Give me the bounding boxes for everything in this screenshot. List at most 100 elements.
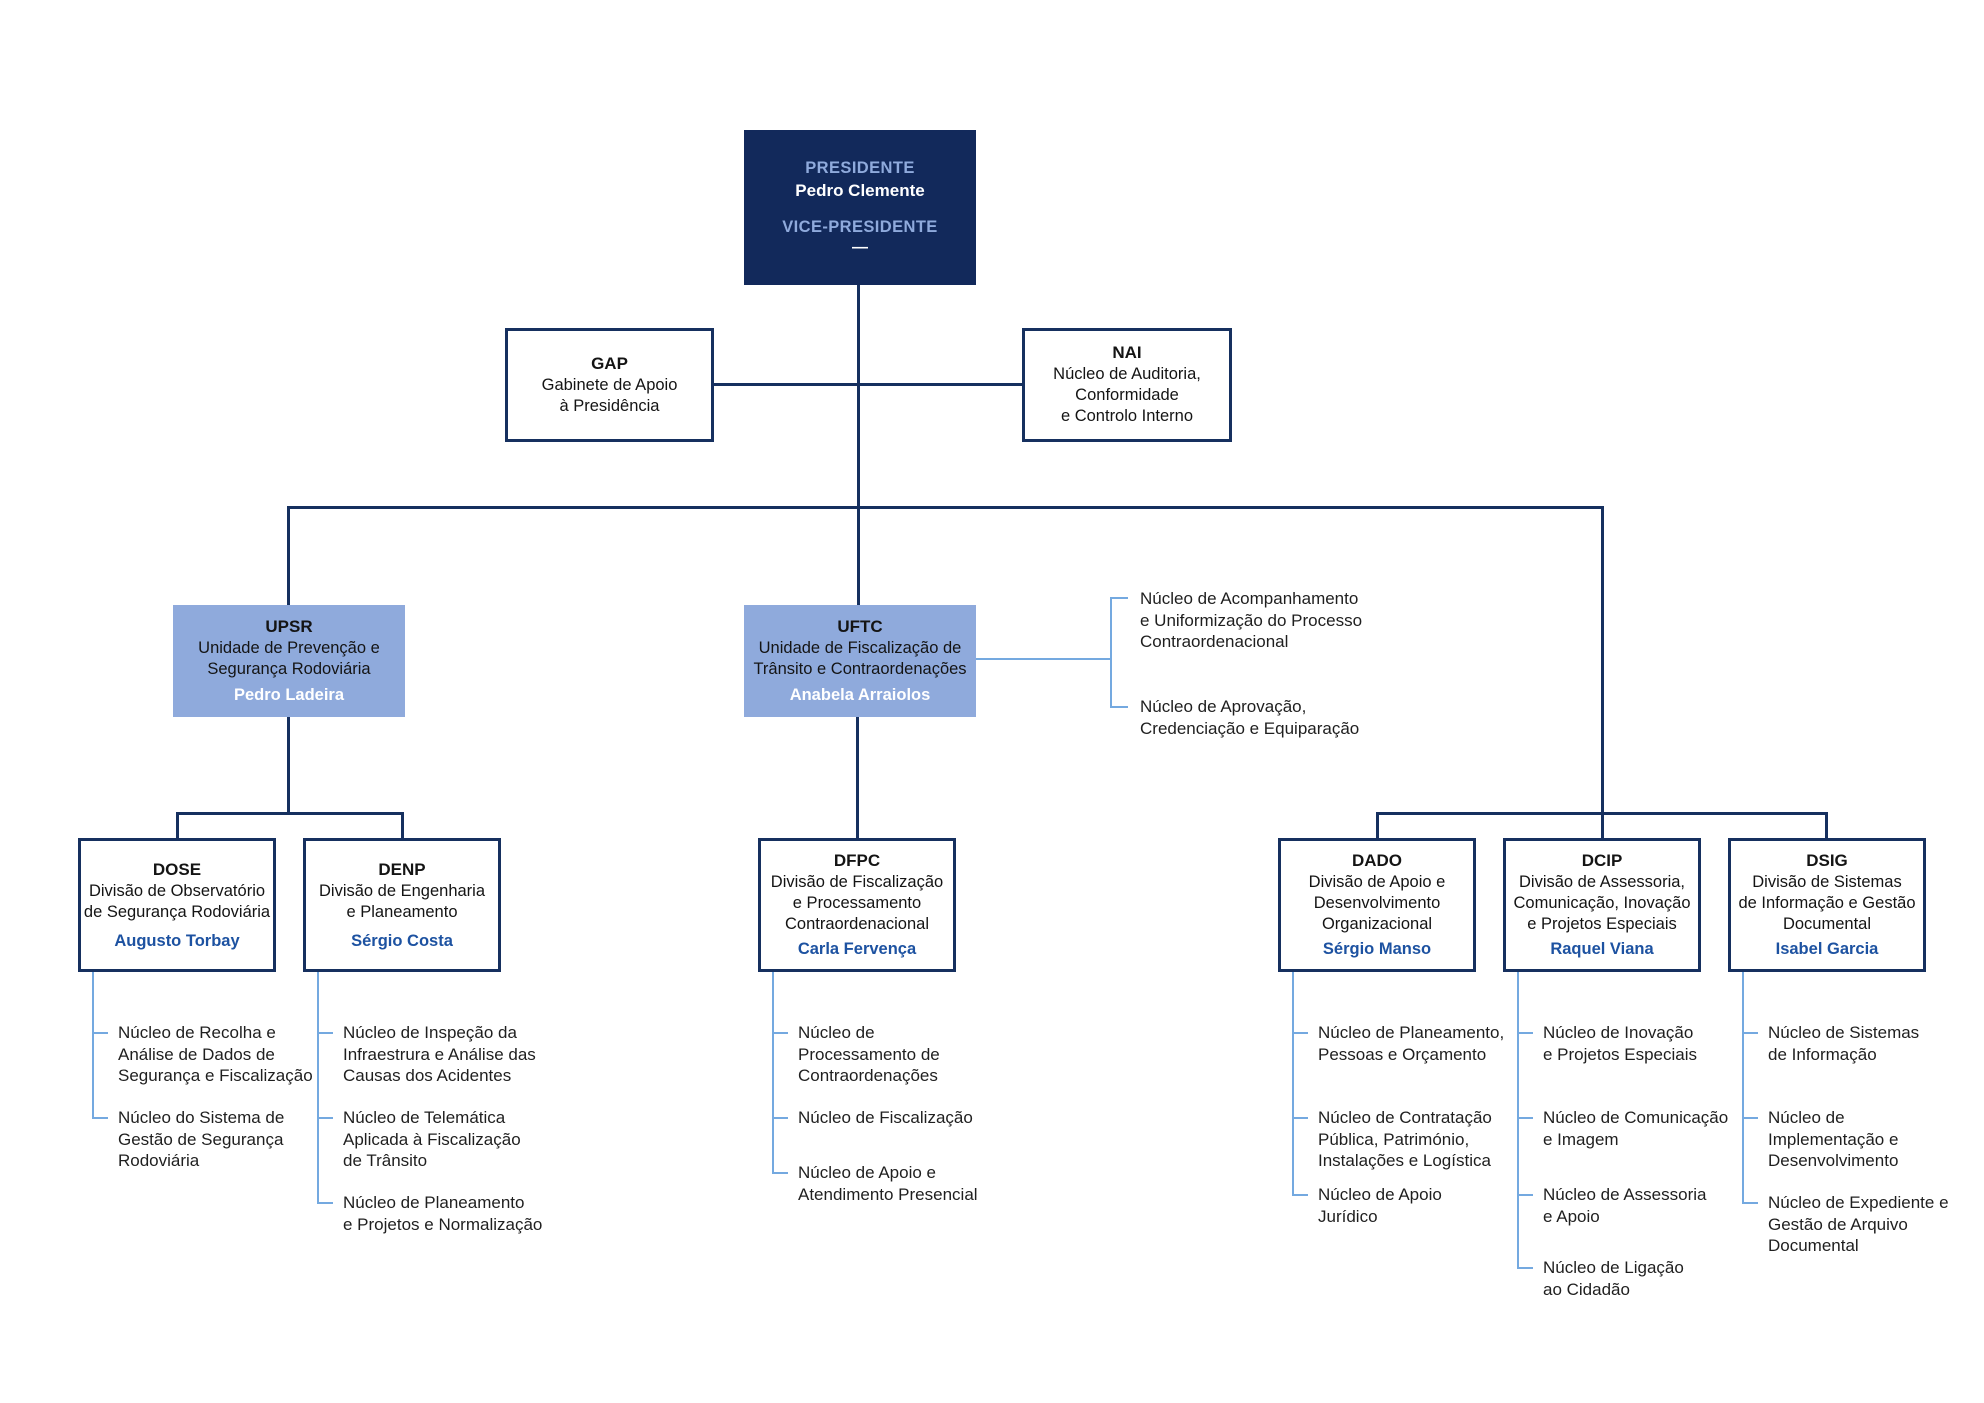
- connector-drop-dsig: [1825, 812, 1828, 840]
- connector-dcip-bracket: [1517, 972, 1519, 1269]
- dfpc-nucleus-2: Núcleo de Fiscalização: [798, 1108, 973, 1127]
- connector-dose-tick-1: [92, 1032, 108, 1034]
- dfpc-head: Carla Fervença: [797, 940, 917, 958]
- connector-upsr-down: [287, 715, 290, 814]
- uftc-head: Anabela Arraiolos: [789, 686, 931, 704]
- division-box-dsig: DSIG Divisão de Sistemas de Informação e…: [1728, 838, 1926, 972]
- connector-dfpc-tick-1: [772, 1032, 788, 1034]
- connector-main-splitter: [287, 506, 1604, 509]
- dado-name: Divisão de Apoio e Desenvolvimento Organ…: [1308, 873, 1446, 933]
- connector-denp-tick-1: [317, 1032, 333, 1034]
- connector-drop-denp: [401, 812, 404, 840]
- uftc-name: Unidade de Fiscalização de Trânsito e Co…: [753, 639, 967, 678]
- connector-dcip-tick-2: [1517, 1117, 1533, 1119]
- dado-nucleus-2: Núcleo de Contratação Pública, Patrimóni…: [1318, 1108, 1492, 1170]
- connector-dose-bracket: [92, 972, 94, 1119]
- dsig-nucleus-3: Núcleo de Expediente e Gestão de Arquivo…: [1768, 1193, 1949, 1255]
- connector-denp-bracket: [317, 972, 319, 1204]
- dose-name: Divisão de Observatório de Segurança Rod…: [83, 881, 271, 921]
- connector-president-down: [857, 283, 860, 508]
- dfpc-nucleus-1: Núcleo de Processamento de Contraordenaç…: [798, 1023, 940, 1085]
- connector-uftc-bracket-v: [1110, 597, 1112, 708]
- connector-dsig-bracket: [1742, 972, 1744, 1204]
- vice-president-placeholder: —: [852, 238, 868, 256]
- connector-dado-tick-2: [1292, 1117, 1308, 1119]
- division-box-dose: DOSE Divisão de Observatório de Seguranç…: [78, 838, 276, 972]
- uftc-nucleus-1: Núcleo de Acompanhamento e Uniformização…: [1140, 589, 1363, 651]
- connector-dcip-tick-3: [1517, 1194, 1533, 1196]
- dose-code: DOSE: [152, 859, 202, 879]
- president-box: PRESIDENTE Pedro Clemente VICE-PRESIDENT…: [744, 130, 976, 285]
- gap-name: Gabinete de Apoio à Presidência: [541, 375, 678, 415]
- dcip-nucleus-4: Núcleo de Ligação ao Cidadão: [1543, 1258, 1684, 1299]
- upsr-head: Pedro Ladeira: [233, 686, 345, 704]
- connector-drop-uftc: [857, 506, 860, 605]
- connector-denp-tick-3: [317, 1202, 333, 1204]
- dcip-nucleus-2: Núcleo de Comunicação e Imagem: [1543, 1108, 1729, 1149]
- connector-denp-tick-2: [317, 1117, 333, 1119]
- connector-dcip-tick-4: [1517, 1267, 1533, 1269]
- connector-dfpc-tick-3: [772, 1172, 788, 1174]
- dcip-code: DCIP: [1581, 851, 1623, 870]
- dfpc-nucleus-3: Núcleo de Apoio e Atendimento Presencial: [798, 1163, 978, 1204]
- denp-name: Divisão de Engenharia e Planeamento: [318, 881, 486, 921]
- gap-code: GAP: [591, 353, 628, 373]
- uftc-nucleus-2: Núcleo de Aprovação, Credenciação e Equi…: [1140, 697, 1360, 738]
- connector-dfpc-tick-2: [772, 1117, 788, 1119]
- connector-uftc-dfpc: [856, 715, 859, 840]
- vice-president-title: VICE-PRESIDENTE: [782, 217, 938, 236]
- denp-nucleus-3: Núcleo de Planeamento e Projetos e Norma…: [343, 1193, 543, 1234]
- connector-gap-nai: [713, 383, 1022, 386]
- nai-code: NAI: [1112, 343, 1142, 362]
- dsig-nucleus-2: Núcleo de Implementação e Desenvolviment…: [1768, 1108, 1899, 1170]
- unit-box-uftc: UFTC Unidade de Fiscalização de Trânsito…: [744, 605, 976, 717]
- connector-upsr-splitter: [176, 812, 404, 815]
- division-box-dcip: DCIP Divisão de Assessoria, Comunicação,…: [1503, 838, 1701, 972]
- dcip-name: Divisão de Assessoria, Comunicação, Inov…: [1513, 873, 1691, 933]
- denp-nucleus-2: Núcleo de Telemática Aplicada à Fiscaliz…: [343, 1108, 521, 1170]
- dfpc-name: Divisão de Fiscalização e Processamento …: [770, 873, 944, 933]
- president-title: PRESIDENTE: [805, 158, 915, 177]
- connector-uftc-tick-1: [1110, 597, 1128, 599]
- connector-dcip-tick-1: [1517, 1032, 1533, 1034]
- denp-head: Sérgio Costa: [351, 931, 453, 950]
- division-box-denp: DENP Divisão de Engenharia e Planeamento…: [303, 838, 501, 972]
- dose-nucleus-2: Núcleo do Sistema de Gestão de Segurança…: [118, 1108, 285, 1170]
- dsig-nucleus-1: Núcleo de Sistemas de Informação: [1768, 1023, 1920, 1064]
- denp-nucleus-1: Núcleo de Inspeção da Infraestrura e Aná…: [343, 1023, 536, 1085]
- dsig-code: DSIG: [1806, 851, 1848, 870]
- dose-nucleus-1: Núcleo de Recolha e Análise de Dados de …: [118, 1023, 313, 1085]
- connector-dado-tick-3: [1292, 1194, 1308, 1196]
- dsig-head: Isabel Garcia: [1775, 940, 1879, 958]
- connector-dsig-tick-2: [1742, 1117, 1758, 1119]
- connector-uftc-tick-2: [1110, 706, 1128, 708]
- unit-box-upsr: UPSR Unidade de Prevenção e Segurança Ro…: [173, 605, 405, 717]
- connector-drop-upsr: [287, 506, 290, 605]
- connector-dfpc-bracket: [772, 972, 774, 1174]
- president-name: Pedro Clemente: [795, 180, 925, 200]
- connector-drop-dose: [176, 812, 179, 840]
- connector-dado-tick-1: [1292, 1032, 1308, 1034]
- uftc-code: UFTC: [837, 617, 883, 636]
- dsig-name: Divisão de Sistemas de Informação e Gest…: [1738, 873, 1916, 933]
- dcip-nucleus-3: Núcleo de Assessoria e Apoio: [1543, 1185, 1707, 1226]
- division-box-dado: DADO Divisão de Apoio e Desenvolvimento …: [1278, 838, 1476, 972]
- dcip-nucleus-1: Núcleo de Inovação e Projetos Especiais: [1543, 1023, 1698, 1064]
- dado-nucleus-3: Núcleo de Apoio Jurídico: [1318, 1185, 1442, 1226]
- upsr-name: Unidade de Prevenção e Segurança Rodoviá…: [198, 639, 380, 678]
- connector-dsig-tick-3: [1742, 1202, 1758, 1204]
- connector-drop-dcip: [1601, 812, 1604, 840]
- dcip-head: Raquel Viana: [1550, 940, 1654, 958]
- dfpc-code: DFPC: [833, 851, 881, 870]
- upsr-code: UPSR: [265, 617, 313, 636]
- connector-dsig-tick-1: [1742, 1032, 1758, 1034]
- nai-name: Núcleo de Auditoria, Conformidade e Cont…: [1053, 365, 1201, 425]
- gap-box: GAP Gabinete de Apoio à Presidência: [505, 328, 714, 442]
- connector-drop-dado: [1376, 812, 1379, 840]
- dado-nucleus-1: Núcleo de Planeamento, Pessoas e Orçamen…: [1318, 1023, 1505, 1064]
- division-box-dfpc: DFPC Divisão de Fiscalização e Processam…: [758, 838, 956, 972]
- dado-head: Sérgio Manso: [1322, 940, 1432, 958]
- connector-drop-right-group: [1601, 506, 1604, 814]
- denp-code: DENP: [378, 859, 426, 879]
